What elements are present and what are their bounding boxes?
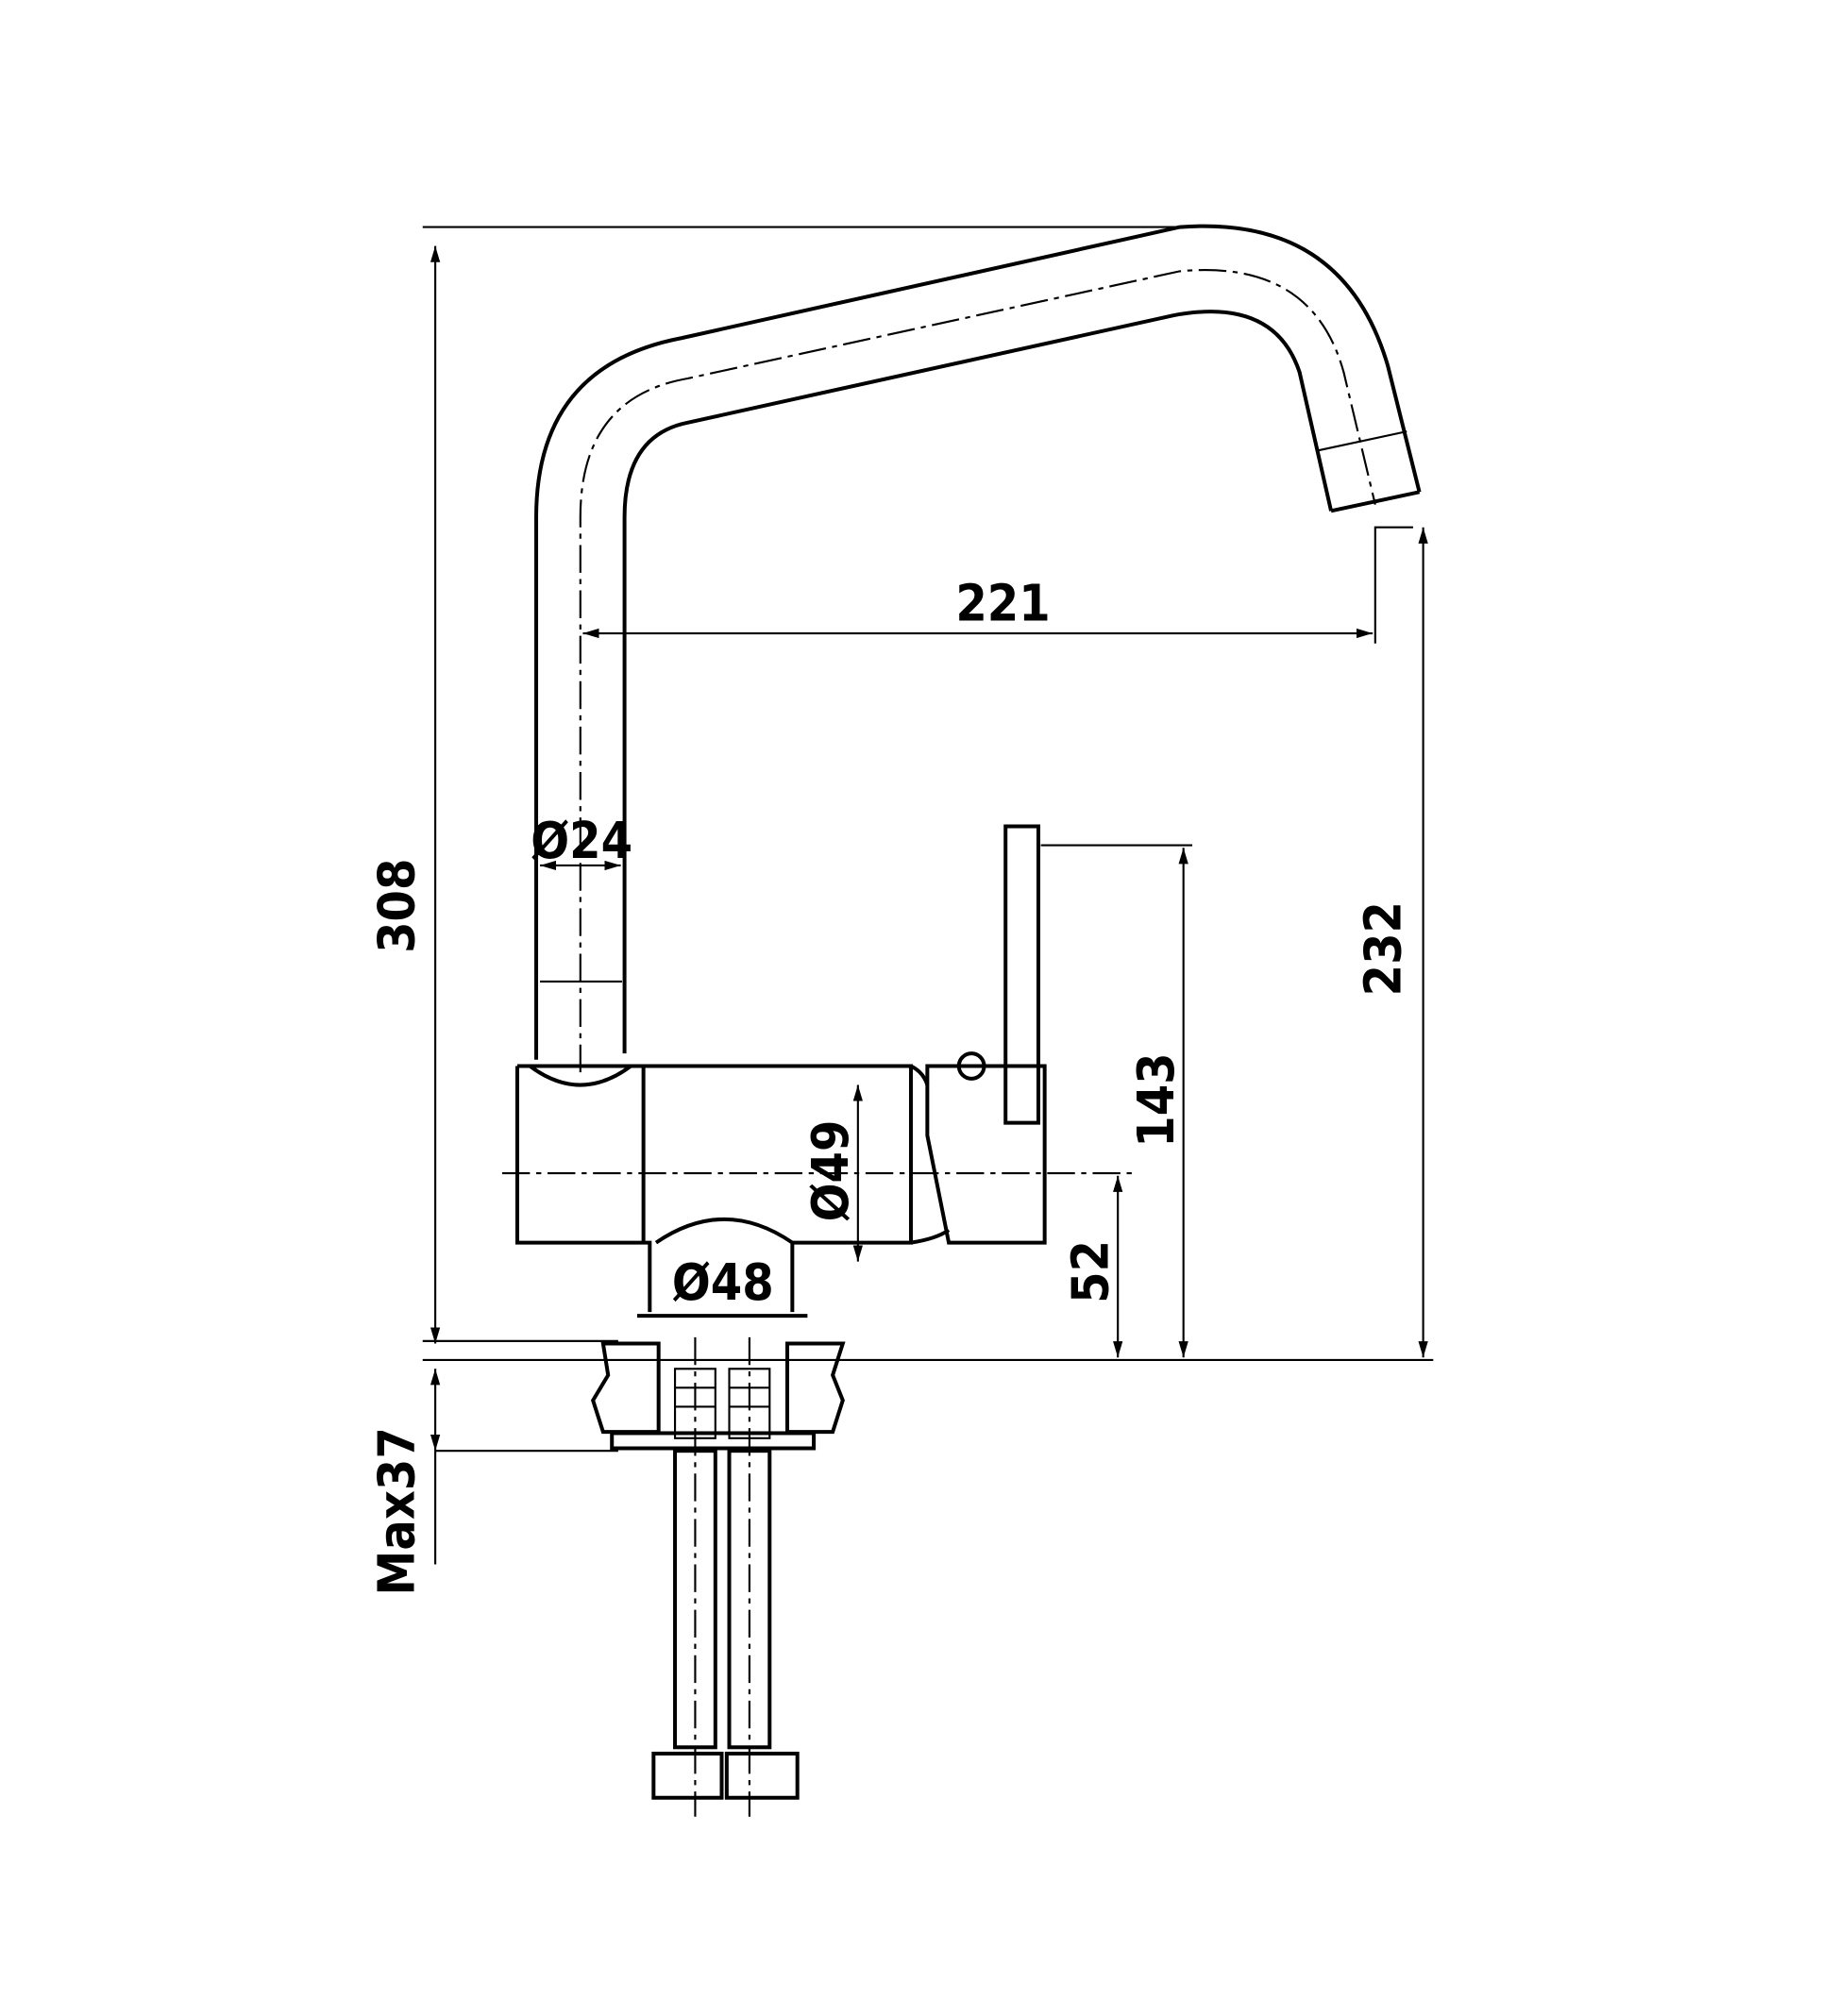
dim-body-diameter: Ø49: [801, 1120, 860, 1222]
countertop: [590, 1314, 846, 1451]
dim-spout-diameter: Ø24: [531, 811, 632, 870]
supply-hoses: [651, 1336, 800, 1817]
spout: [534, 224, 1422, 1073]
dim-outlet-height: 232: [1354, 901, 1413, 996]
faucet-body: [514, 824, 1047, 1313]
dim-handle-height: 143: [1126, 1052, 1186, 1147]
lever-handle: [1003, 824, 1040, 1125]
dimension-lines: [422, 226, 1434, 1565]
dim-max-counter: Max37: [366, 1427, 426, 1595]
dim-overall-height: 308: [366, 859, 426, 953]
dim-spout-reach: 221: [955, 574, 1050, 633]
dim-base-diameter: Ø48: [672, 1252, 774, 1312]
dim-axis-height: 52: [1060, 1240, 1120, 1303]
